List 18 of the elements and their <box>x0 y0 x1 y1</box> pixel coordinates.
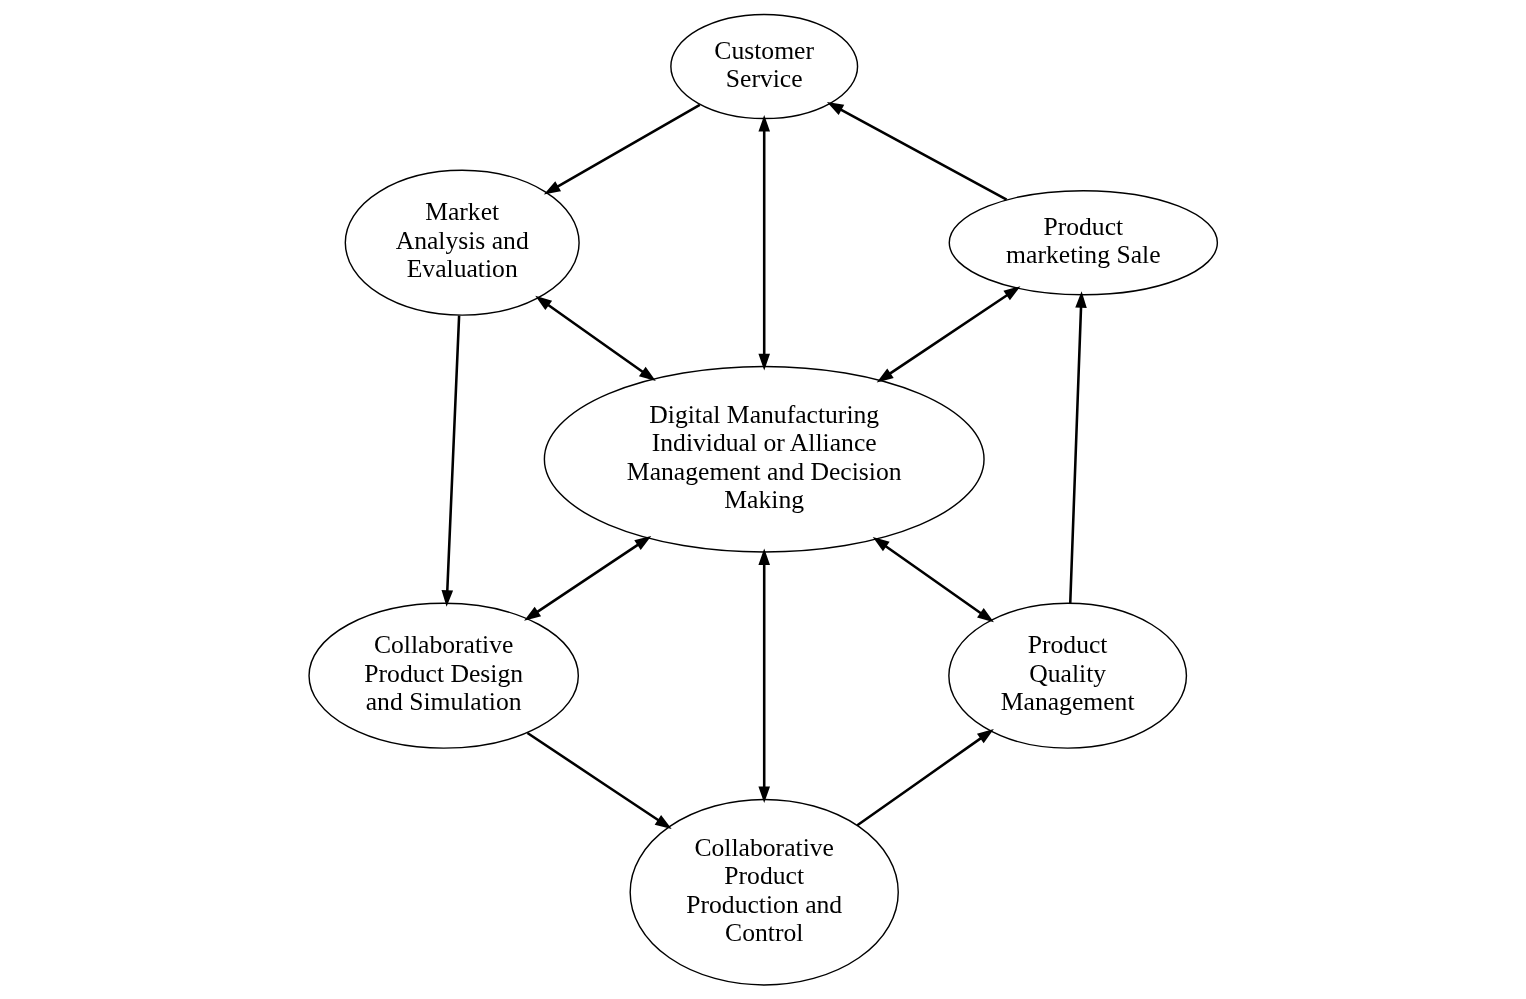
arrow <box>535 295 656 382</box>
node-ellipse: Customer Service <box>670 13 859 120</box>
arrow <box>526 731 672 830</box>
node-ellipse: Collaborative Product Production and Control <box>629 798 899 986</box>
arrow <box>543 103 701 195</box>
arrow <box>1069 291 1087 603</box>
arrow <box>524 535 652 621</box>
arrow <box>441 315 461 607</box>
arrow <box>856 729 994 827</box>
arrow <box>872 537 994 623</box>
arrow <box>876 286 1021 383</box>
arrow <box>758 115 770 371</box>
arrow <box>826 102 1008 201</box>
arrow <box>758 548 770 804</box>
node-ellipse: Product Quality Management <box>948 602 1188 749</box>
node-ellipse: Collaborative Product Design and Simulation <box>308 602 580 749</box>
node-ellipse: Product marketing Sale <box>948 189 1219 296</box>
node-ellipse: Market Analysis and Evaluation <box>344 169 580 316</box>
